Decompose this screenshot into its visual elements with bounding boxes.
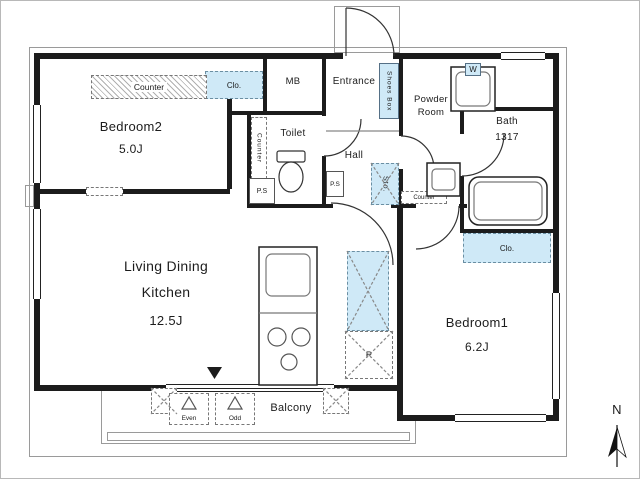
window-bedroom2-left bbox=[33, 105, 41, 183]
entrance-name: Entrance bbox=[332, 76, 376, 87]
wall-left-b bbox=[34, 183, 40, 209]
ps-left-label: P.S bbox=[256, 187, 268, 195]
closet-bedroom1-label: Clo. bbox=[499, 243, 515, 253]
window-bath-top bbox=[501, 52, 545, 60]
compass-needle bbox=[608, 425, 627, 467]
window-sash-line bbox=[166, 388, 334, 389]
wall-top-left bbox=[34, 53, 343, 59]
pipe-space-right: P.S bbox=[326, 171, 344, 197]
wall-mid-b bbox=[322, 156, 326, 208]
bedroom2-name: Bedroom2 bbox=[99, 118, 163, 134]
window-balcony-sliding bbox=[166, 384, 334, 392]
balcony-outline bbox=[101, 391, 416, 444]
wall-bottom-ldk-right bbox=[334, 385, 399, 391]
wall-bottom-ldk-left bbox=[34, 385, 169, 391]
counter-powder-label: Counter bbox=[413, 194, 435, 201]
ldk-name-line1: Living Dining bbox=[123, 258, 209, 274]
refrigerator-space: R bbox=[345, 331, 393, 379]
balcony-name: Balcony bbox=[270, 402, 312, 414]
washer-badge: W bbox=[465, 63, 481, 76]
ac-unit-space-odd: Odd bbox=[215, 393, 255, 425]
bedroom2-sliding-door bbox=[86, 187, 123, 196]
wall-right-b bbox=[553, 399, 559, 421]
bedroom2-size: 5.0J bbox=[119, 142, 143, 156]
wall-bath-left-b bbox=[460, 176, 464, 233]
window-bedroom1-right bbox=[552, 293, 560, 399]
ac-even-label: Even bbox=[181, 415, 197, 422]
powder-room-line2: Room bbox=[417, 106, 445, 118]
wall-powder-left-a bbox=[399, 53, 403, 136]
ldk-name-line2: Kitchen bbox=[141, 284, 191, 300]
wall-right-a bbox=[553, 53, 559, 293]
wall-bath-top bbox=[460, 107, 557, 111]
compass-needle-dark bbox=[608, 427, 617, 457]
wall-bath-left-a bbox=[460, 107, 464, 134]
wall-bedroom1-bottom-b bbox=[546, 415, 559, 421]
window-bedroom1-bottom bbox=[455, 414, 546, 422]
wall-top-right bbox=[393, 53, 559, 59]
washer-label: W bbox=[469, 65, 477, 74]
storage-hall: Sto. bbox=[371, 163, 399, 205]
hall-name: Hall bbox=[344, 150, 364, 161]
wall-powder-left-b bbox=[399, 169, 403, 208]
wall-bedroom1-bottom-a bbox=[397, 415, 455, 421]
wall-bedroom2-bottom-a bbox=[34, 189, 86, 194]
bath-size: 1317 bbox=[495, 132, 519, 143]
left-wall-nub bbox=[25, 185, 34, 207]
wall-left-c bbox=[34, 299, 40, 391]
wall-mid-a bbox=[322, 53, 326, 116]
counter-bedroom2: Counter bbox=[91, 75, 207, 99]
shoes-box: Shoes Box bbox=[379, 63, 399, 119]
site-outline bbox=[29, 47, 567, 457]
wall-bedroom1-top-a bbox=[399, 204, 416, 208]
wall-toilet-left bbox=[247, 115, 251, 208]
wall-left-a bbox=[34, 53, 40, 105]
wall-corridor-bottom bbox=[391, 204, 399, 208]
counter-powder: Counter bbox=[401, 191, 447, 204]
balcony-right-edge bbox=[415, 421, 416, 444]
ac-unit-space-even: Even bbox=[169, 393, 209, 425]
powder-room-line1: Powder bbox=[413, 93, 448, 105]
ac-odd-label: Odd bbox=[228, 415, 242, 422]
ldk-size: 12.5J bbox=[149, 312, 183, 328]
pipe-space-left: P.S bbox=[249, 178, 275, 204]
closet-bedroom1: Clo. bbox=[463, 233, 551, 263]
wall-bedroom1-left bbox=[397, 204, 403, 421]
bedroom1-size: 6.2J bbox=[465, 340, 489, 354]
entrance-door-swing-outline bbox=[334, 6, 400, 53]
wall-mb-bottom bbox=[227, 111, 326, 115]
counter-toilet: Counter bbox=[251, 117, 267, 179]
wall-bedroom2-right bbox=[227, 97, 232, 189]
closet-bedroom2: Clo. bbox=[205, 71, 263, 99]
wall-bath-bottom bbox=[460, 229, 559, 233]
shoes-box-label: Shoes Box bbox=[385, 70, 393, 112]
balcony-x-box-right bbox=[323, 388, 349, 414]
closet-bedroom2-label: Clo. bbox=[226, 80, 242, 90]
wall-mb-left bbox=[263, 53, 267, 111]
cupboard-kitchen bbox=[347, 251, 389, 331]
compass-needle-light bbox=[616, 426, 627, 459]
counter-toilet-label: Counter bbox=[255, 132, 263, 164]
refrigerator-label: R bbox=[363, 350, 375, 360]
balcony-railing bbox=[107, 432, 410, 441]
bedroom1-name: Bedroom1 bbox=[445, 314, 509, 330]
wall-bedroom2-bottom-b bbox=[123, 189, 230, 194]
counter-bedroom2-label: Counter bbox=[130, 82, 168, 92]
window-ldk-left bbox=[33, 209, 41, 299]
compass-label: N bbox=[612, 401, 622, 417]
mb-name: MB bbox=[285, 75, 301, 87]
storage-label: Sto. bbox=[381, 175, 389, 193]
wall-toilet-bottom bbox=[247, 204, 333, 208]
toilet-name: Toilet bbox=[280, 128, 306, 139]
bath-name: Bath bbox=[496, 116, 518, 127]
ps-right-label: P.S bbox=[330, 180, 340, 188]
